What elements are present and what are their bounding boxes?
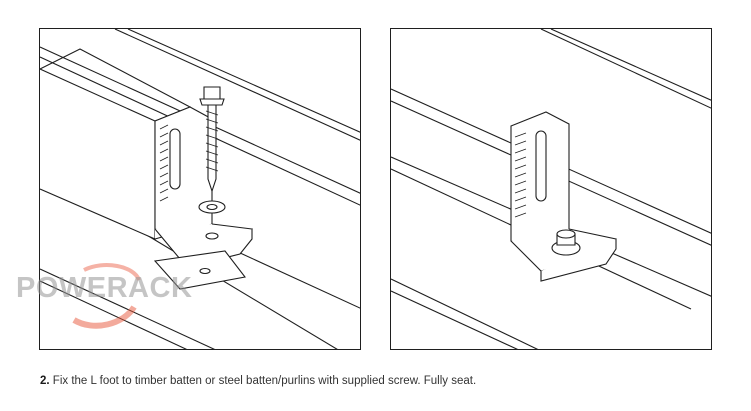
- bolt-head-top: [556, 229, 576, 239]
- roof-rib-line: [391, 278, 539, 349]
- l-foot-fixed-drawing: [391, 29, 711, 349]
- batten-top: [40, 48, 191, 108]
- watermark-text: POWERACK: [16, 272, 193, 304]
- watermark-swoosh: [72, 263, 141, 329]
- roof-rib-line: [40, 280, 188, 349]
- powerack-watermark: POWERACK: [14, 262, 234, 332]
- l-foot-exploded-drawing: [40, 29, 360, 349]
- roof-rib-line: [550, 29, 711, 101]
- step-number: 2.: [40, 375, 50, 387]
- l-foot-serrations: [159, 124, 169, 202]
- l-foot-slot: [169, 128, 181, 190]
- illustration-panel-exploded: [39, 28, 361, 350]
- washer: [198, 200, 226, 214]
- batten-front: [40, 68, 156, 240]
- screw-shank: [207, 104, 217, 193]
- roof-rib-line: [540, 29, 711, 109]
- washer-hole: [206, 203, 218, 211]
- screw-flange: [199, 98, 225, 106]
- roof-rib-line: [114, 29, 360, 141]
- l-foot-vertical: [510, 111, 570, 250]
- l-foot-base-edge: [540, 239, 617, 282]
- step-caption: 2. Fix the L foot to timber batten or st…: [40, 375, 476, 387]
- gasket-hole: [199, 267, 211, 275]
- l-foot-vertical: [154, 106, 213, 238]
- step-text: Fix the L foot to timber batten or steel…: [52, 375, 477, 387]
- illustration-panel-fixed: [390, 28, 712, 350]
- screw-thread: [205, 110, 219, 172]
- roof-rib-line: [391, 290, 518, 349]
- l-foot-base-hole: [205, 232, 219, 240]
- l-foot-serrations: [514, 132, 527, 218]
- l-foot-slot: [535, 130, 547, 202]
- screw-head: [203, 86, 221, 100]
- roof-rib-line: [127, 29, 360, 133]
